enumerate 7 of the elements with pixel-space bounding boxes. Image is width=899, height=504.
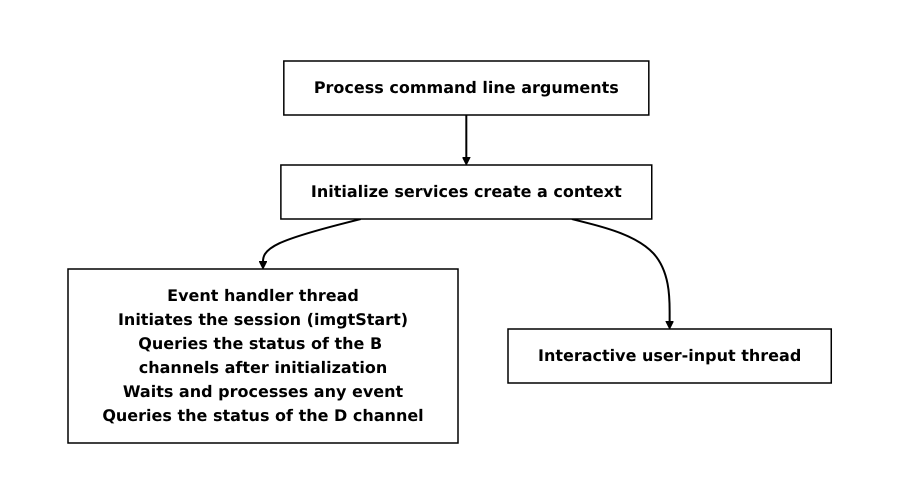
node-box: Interactive user-input thread: [507, 328, 832, 384]
arrow: [572, 218, 674, 330]
arrow: [462, 115, 471, 166]
node-box: Process command line arguments: [282, 60, 650, 116]
arrow: [258, 218, 361, 270]
node-box: Event handler thread Initiates the session (imgtStart) Queries the status of the B channels after initialization Waits and processes any event Queries the status of the D channel: [67, 268, 459, 444]
node-box: Initialize services create a context: [280, 164, 652, 220]
